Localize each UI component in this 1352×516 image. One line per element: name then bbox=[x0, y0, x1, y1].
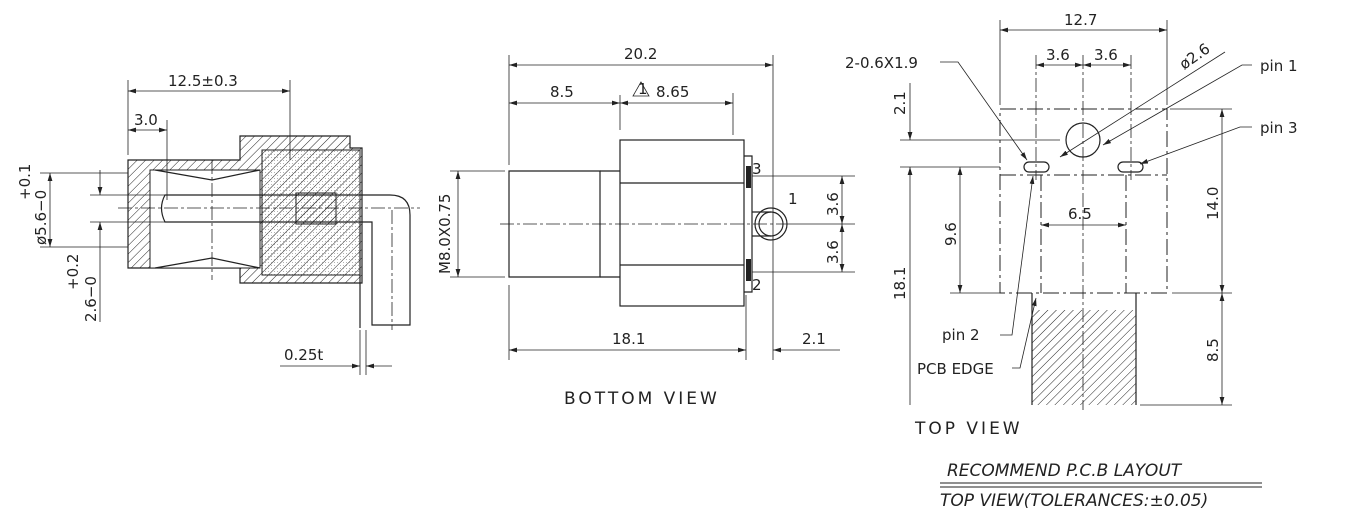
revision-flag-number: 1 bbox=[638, 80, 648, 98]
top-view: 12.7 3.6 3.6 ø2.6 pin 1 pin 3 2-0.6X1.9 … bbox=[845, 11, 1298, 439]
dim-bore-tol: +0.1 bbox=[16, 164, 34, 200]
dim-body-length: 18.1 bbox=[612, 330, 645, 348]
dim-thickness: 0.25t bbox=[284, 346, 323, 364]
pin-1-label: pin 1 bbox=[1260, 57, 1298, 75]
revision-flag-icon bbox=[632, 81, 650, 97]
top-view-caption: TOP VIEW bbox=[914, 419, 1023, 439]
dim-hole-dia: ø2.6 bbox=[1176, 40, 1213, 74]
dim-pin-tol: +0.2 bbox=[64, 254, 82, 290]
dim-thread-width: 6.5 bbox=[1068, 205, 1092, 223]
side-section-view: 12.5±0.3 3.0 +0.1 ø5.6−0 +0.2 2.6−0 0.25… bbox=[16, 72, 420, 375]
dim-thread-start: 3.0 bbox=[134, 111, 158, 129]
dim-pin-offset: 2.1 bbox=[802, 330, 826, 348]
dim-body: 8.65 bbox=[656, 83, 689, 101]
pin-label-1: 1 bbox=[788, 190, 798, 208]
pin-label-2: 2 bbox=[752, 276, 762, 294]
dim-slot-to-edge: 9.6 bbox=[942, 222, 960, 246]
dim-thread-size: M8.0X0.75 bbox=[436, 194, 454, 274]
note-line-2: TOP VIEW(TOLERANCES:±0.05) bbox=[940, 491, 1208, 511]
dim-overall: 20.2 bbox=[624, 45, 657, 63]
dim-pin-right: 3.6 bbox=[1094, 46, 1118, 64]
dim-bore: ø5.6−0 bbox=[32, 190, 50, 245]
dim-thread-length: 8.5 bbox=[1204, 338, 1222, 362]
dim-thread: 8.5 bbox=[550, 83, 574, 101]
bottom-view: 3 1 2 20.2 8.5 1 8.65 M8.0X0.75 3.6 3.6 … bbox=[436, 45, 855, 409]
bottom-view-caption: BOTTOM VIEW bbox=[564, 389, 720, 409]
dim-hole-offset: 2.1 bbox=[891, 91, 909, 115]
dim-pin-spacing-bottom: 3.6 bbox=[824, 240, 842, 264]
pcb-edge-label: PCB EDGE bbox=[917, 360, 994, 378]
dim-pin-spacing-top: 3.6 bbox=[824, 192, 842, 216]
note-line-1: RECOMMEND P.C.B LAYOUT bbox=[947, 461, 1183, 481]
dim-pin-left: 3.6 bbox=[1046, 46, 1070, 64]
pin-3-label: pin 3 bbox=[1260, 119, 1298, 137]
dim-slot: 2-0.6X1.9 bbox=[845, 54, 918, 72]
dim-body-height: 14.0 bbox=[1204, 187, 1222, 220]
pin-label-3: 3 bbox=[752, 160, 762, 178]
dim-length: 12.5±0.3 bbox=[168, 72, 238, 90]
dim-total: 18.1 bbox=[891, 267, 909, 300]
dim-width: 12.7 bbox=[1064, 11, 1097, 29]
dim-pin: 2.6−0 bbox=[82, 276, 100, 322]
layout-note: RECOMMEND P.C.B LAYOUT TOP VIEW(TOLERANC… bbox=[940, 461, 1262, 511]
pin-2-label: pin 2 bbox=[942, 326, 980, 344]
